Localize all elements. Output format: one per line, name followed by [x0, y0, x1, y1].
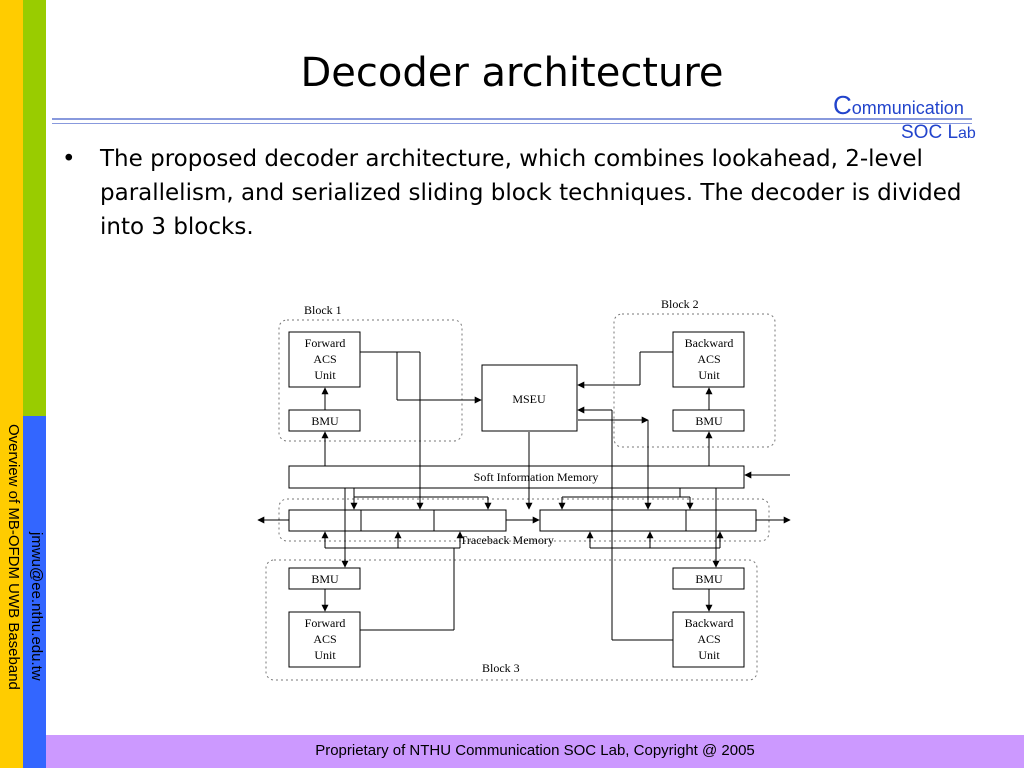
logo-c: C: [833, 90, 852, 120]
traceback-cell-1: [288, 509, 362, 532]
lab-logo: Communication SOC Lab: [833, 90, 1003, 150]
title-rule: [52, 118, 972, 120]
block3-forward-acs-box: [288, 611, 361, 668]
block3-unit-label: Unit: [314, 648, 336, 662]
side-caption: Overview of MB-OFDM UWB Baseband: [5, 424, 22, 690]
traceback-cell-4: [539, 509, 687, 532]
block3-bmu-left-label: BMU: [311, 572, 339, 586]
block3-backward-label: Backward: [685, 616, 734, 630]
logo-line-communication: Communication: [833, 90, 964, 121]
footer-copyright: Proprietary of NTHU Communication SOC La…: [315, 742, 755, 759]
block2-bmu-label: BMU: [695, 414, 723, 428]
block2-label: Block 2: [661, 297, 699, 311]
block3-forward-label: Forward: [305, 616, 346, 630]
block3-acs-label: ACS: [313, 632, 336, 646]
logo-ab: ab: [958, 125, 976, 142]
block1-group: [278, 319, 463, 442]
block1-unit-label: Unit: [314, 368, 336, 382]
block1-forward-acs-box: [288, 331, 361, 388]
left-stripe-blue: [23, 416, 46, 768]
traceback-memory-label: Traceback Memory: [460, 533, 554, 547]
left-stripe-green: [23, 0, 46, 416]
traceback-group: [278, 498, 770, 542]
footer-bar: [46, 735, 1024, 768]
title-rule-thin: [52, 123, 972, 124]
traceback-cell-3: [433, 509, 507, 532]
block1-acs-label: ACS: [313, 352, 336, 366]
bullet-marker: •: [62, 146, 76, 172]
block2-backward-acs-box: [672, 331, 745, 388]
block2-acs-label: ACS: [697, 352, 720, 366]
author-email: jmwu@ee.nthu.edu.tw: [28, 532, 45, 681]
logo-line-soc: SOC Lab: [901, 122, 976, 144]
block1-forward-label: Forward: [305, 336, 346, 350]
decoder-architecture-diagram: Block 1 Block 2 Block 3 Forward ACS Unit…: [257, 297, 791, 681]
block1-label: Block 1: [304, 303, 342, 317]
left-stripe-yellow: [0, 0, 23, 768]
block3-backward-acs-box: [672, 611, 745, 668]
block2-backward-label: Backward: [685, 336, 734, 350]
traceback-cell-5: [685, 509, 757, 532]
slide-title: Decoder architecture: [300, 50, 724, 96]
block3-label: Block 3: [482, 661, 520, 675]
bullet-text: The proposed decoder architecture, which…: [100, 146, 962, 240]
logo-soc: SOC L: [901, 122, 959, 143]
block2-group: [613, 313, 776, 448]
block1-bmu-label: BMU: [311, 414, 339, 428]
block3-group: [265, 559, 758, 681]
block2-unit-label: Unit: [698, 368, 720, 382]
logo-communication: ommunication: [851, 98, 964, 118]
block3-unit-label-2: Unit: [698, 648, 720, 662]
traceback-cell-2: [360, 509, 435, 532]
block3-acs-label-2: ACS: [697, 632, 720, 646]
block3-bmu-right-label: BMU: [695, 572, 723, 586]
mseu-label: MSEU: [512, 392, 546, 406]
soft-information-memory-box: [288, 465, 745, 489]
soft-information-memory-label: Soft Information Memory: [474, 470, 599, 484]
connector-lines: [257, 351, 791, 641]
mseu-box: [481, 364, 578, 432]
